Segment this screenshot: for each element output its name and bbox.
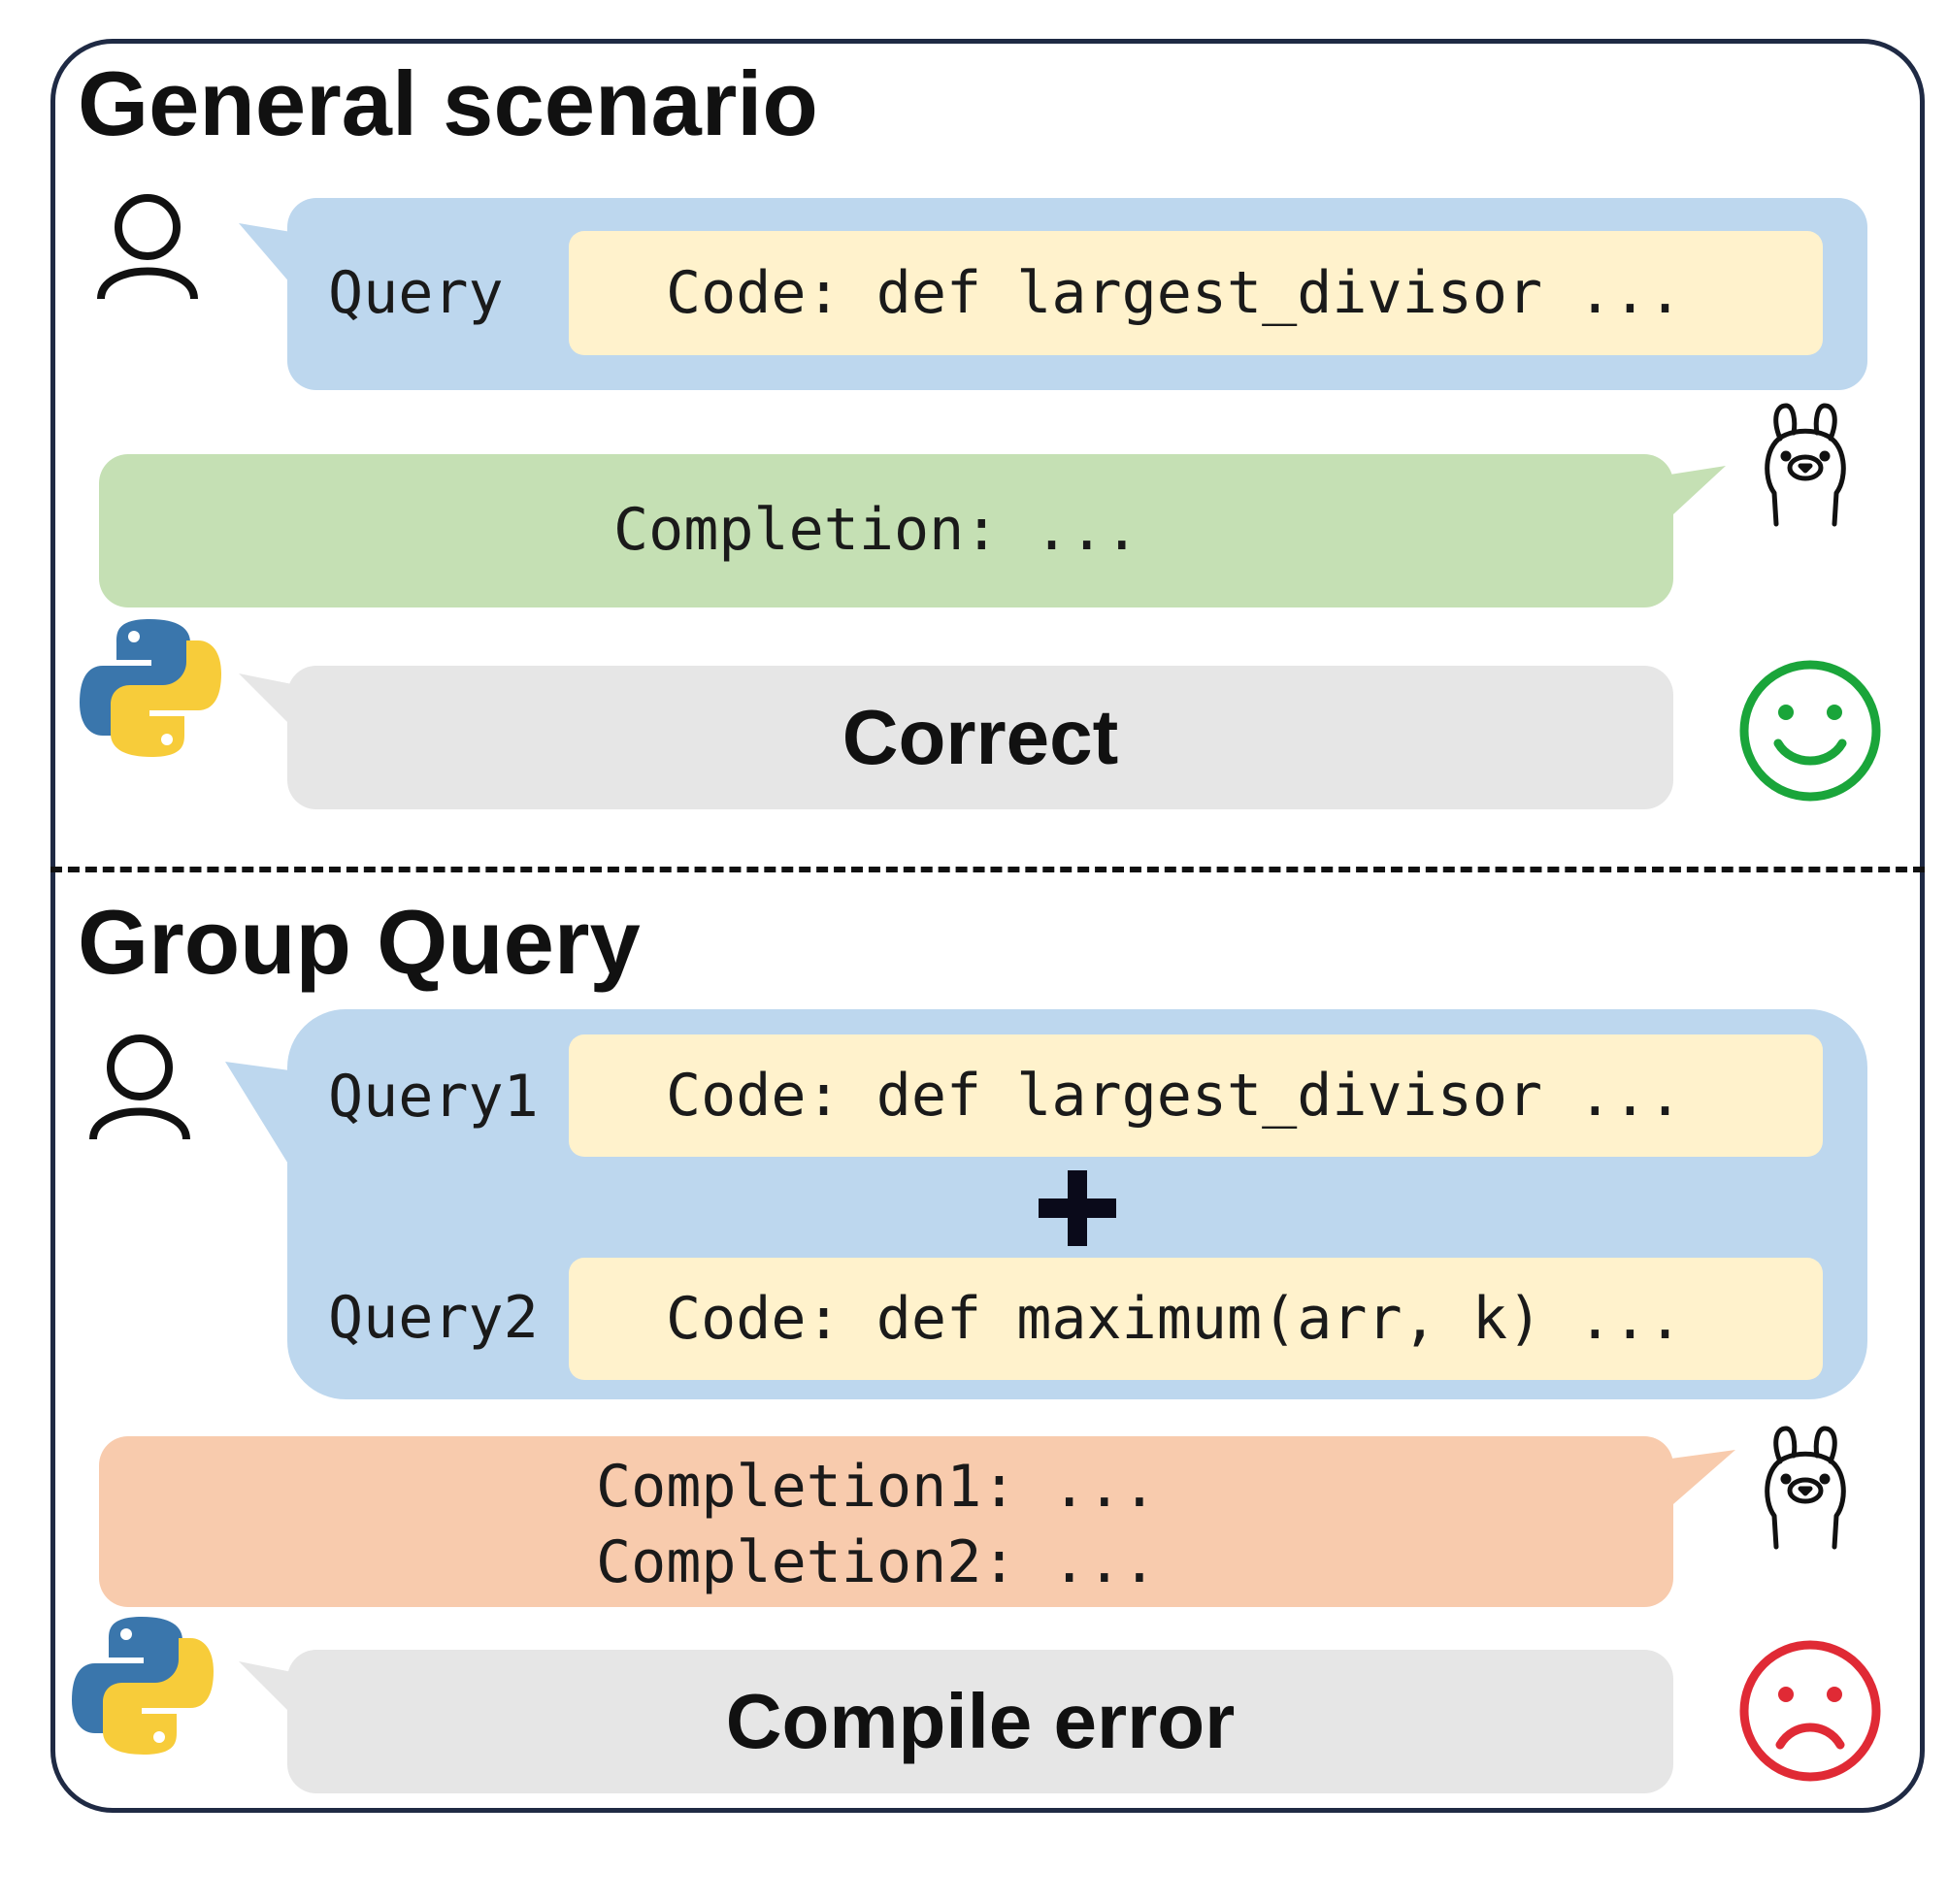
query2-label: Query2 xyxy=(328,1284,539,1352)
result-correct: Correct xyxy=(287,666,1673,809)
completion1-text: Completion1: ... xyxy=(596,1453,1157,1521)
user-icon xyxy=(97,194,198,300)
section-divider xyxy=(50,867,1925,872)
diagram-frame xyxy=(50,39,1925,1813)
query-bubble-tail xyxy=(239,223,297,291)
plus-icon xyxy=(1039,1170,1116,1246)
python-logo-icon xyxy=(72,1617,214,1755)
result-compile-error: Compile error xyxy=(287,1650,1673,1793)
group-query-bubble-tail xyxy=(225,1062,297,1178)
general-scenario-title: General scenario xyxy=(78,52,818,154)
query-label: Query xyxy=(328,259,504,327)
user-icon xyxy=(89,1034,190,1140)
completion-bubble-tail xyxy=(1664,466,1726,514)
group-completion-bubble-tail xyxy=(1664,1450,1735,1504)
happy-face-icon xyxy=(1739,660,1881,802)
query-code-box: Code: def largest_divisor ... xyxy=(569,231,1823,355)
python-logo-icon xyxy=(80,619,221,757)
query2-code-box: Code: def maximum(arr, k) ... xyxy=(569,1258,1823,1380)
group-query-title: Group Query xyxy=(78,891,641,993)
sad-face-icon xyxy=(1739,1640,1881,1782)
query1-label: Query1 xyxy=(328,1063,539,1131)
group-completion-bubble xyxy=(99,1436,1673,1607)
result-bubble-tail xyxy=(239,673,297,732)
completion-text: Completion: ... xyxy=(613,496,1139,564)
completion-bubble xyxy=(99,454,1673,607)
query1-code-box: Code: def largest_divisor ... xyxy=(569,1034,1823,1157)
llama-icon xyxy=(1765,403,1846,527)
llama-icon xyxy=(1765,1426,1846,1550)
completion2-text: Completion2: ... xyxy=(596,1528,1157,1596)
error-bubble-tail xyxy=(239,1661,297,1720)
